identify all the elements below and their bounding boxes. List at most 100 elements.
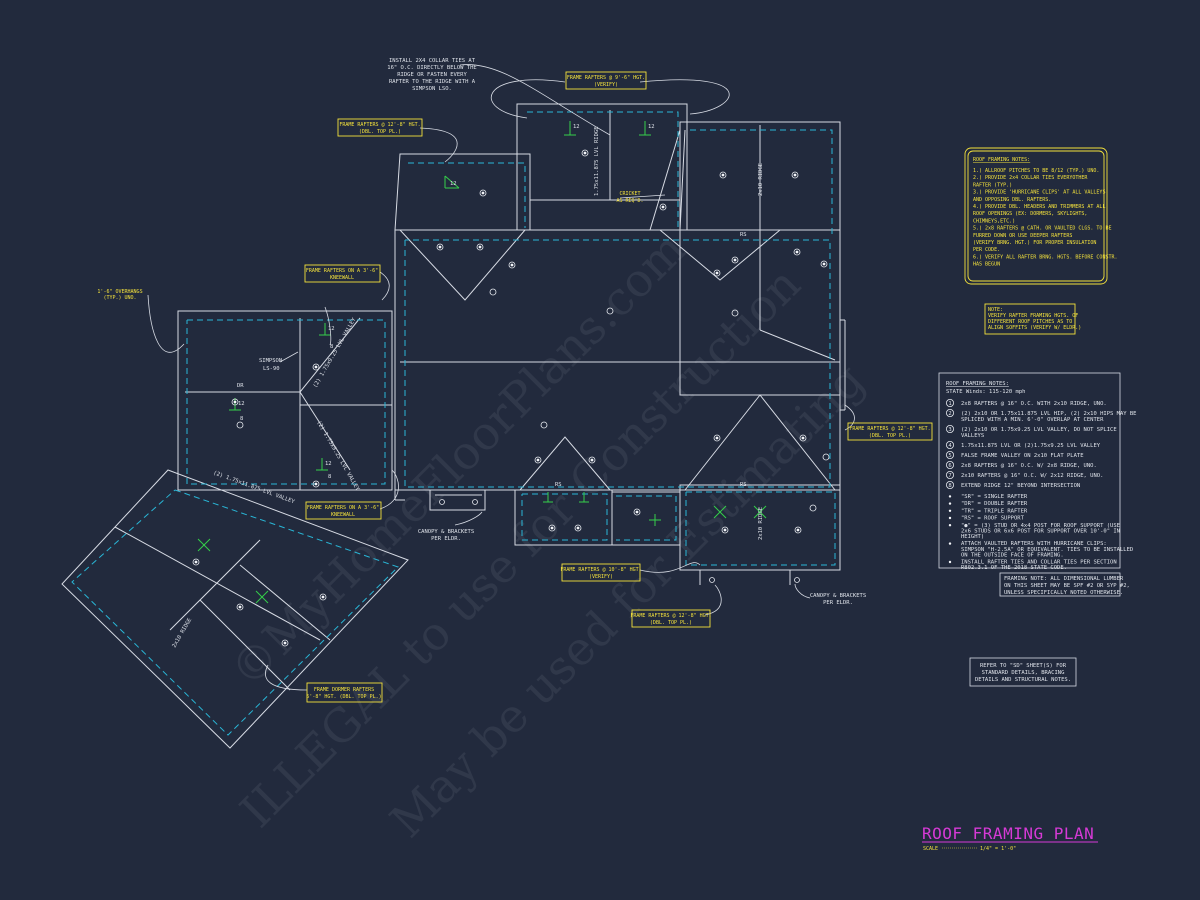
note-number-bubble xyxy=(946,450,955,459)
ridge-label: 2x10 RIDGE xyxy=(758,507,764,540)
collar-ties-line: 16" O.C. DIRECTLY BELOW THE xyxy=(387,65,476,71)
note-bullet xyxy=(948,509,952,512)
note-text: 2x8 RAFTERS @ 16" O.C. W/ 2x8 RIDGE, UNO… xyxy=(961,463,1097,469)
pitch-symbol xyxy=(639,121,651,136)
notes-small-item: HAS BEGUN xyxy=(973,262,1000,268)
pitch-label: 12 xyxy=(325,461,332,467)
leader-lines xyxy=(147,64,855,691)
notes-main-panel: ROOF FRAMING NOTES: STATE Winds: 115-120… xyxy=(938,372,1137,571)
pitch-symbol xyxy=(255,590,269,604)
collar-ties-line: SIMPSON LSO. xyxy=(412,86,452,92)
note-text: FALSE FRAME VALLEY ON 2x10 FLAT PLATE xyxy=(961,453,1084,459)
note-bullet-text: "RS" = ROOF SUPPORT xyxy=(961,516,1025,522)
notes-small-item: FURRED DOWN OR USE DEEPER RAFTERS xyxy=(973,233,1072,239)
note-number: 7 xyxy=(948,473,951,479)
note-number: 1 xyxy=(948,401,951,407)
cricket-line: CRICKET xyxy=(619,191,640,197)
pitch-symbol xyxy=(543,492,553,503)
pitch-symbol xyxy=(753,505,767,519)
note-bullet-text: "●" = (3) STUD OR 4x4 POST FOR ROOF SUPP… xyxy=(961,523,1120,529)
notes-small-item: (VERIFY BRNG. HGT.) FOR PROPER INSULATIO… xyxy=(973,240,1096,246)
collar-ties-line: RAFTER TO THE RIDGE WITH A xyxy=(389,79,476,85)
callout-frame-9-6: FRAME RAFTERS @ 9'-6" HGT. (VERIFY) xyxy=(565,71,647,90)
framing-note-line: UNLESS SPECIFICALLY NOTED OTHERWISE. xyxy=(1004,590,1123,596)
callout-line: FRAME RAFTERS ON A 3'-6" xyxy=(306,268,378,274)
callout-line: (DBL. TOP PL.) xyxy=(359,129,401,135)
note-text: 2x10 RAFTERS @ 16" O.C. W/ 2x12 RIDGE, U… xyxy=(961,473,1103,479)
wall-dashed-lines xyxy=(71,111,836,736)
note-text: 1.75x11.875 LVL OR (2)1.75x9.25 LVL VALL… xyxy=(961,443,1101,449)
plan-title: ROOF FRAMING PLAN xyxy=(922,824,1094,843)
notes-small-title: ROOF FRAMING NOTES: xyxy=(973,157,1030,163)
simpson-label-1: SIMPSON xyxy=(259,358,282,364)
callout-frame-10-8: FRAME RAFTERS @ 10'-8" HGT. (VERIFY) xyxy=(560,563,642,582)
note-bullet-text: R802.3.1 OF THE 2018 STATE CODE. xyxy=(961,565,1067,571)
note-number-bubble xyxy=(946,424,955,433)
framing-note-line: ON THIS SHEET MAY BE SPF #2 OR SYP #2, xyxy=(1004,583,1130,589)
note-bullet xyxy=(948,524,952,527)
refer-note-line: STANDARD DETAILS, BRACING xyxy=(982,670,1065,676)
callout-frame-dormer: FRAME DORMER RAFTERS 5'-8" HGT. (DBL. TO… xyxy=(306,682,383,703)
ridge-label: 2x10 RIDGE xyxy=(758,163,764,196)
rs-label: RS xyxy=(740,232,747,238)
refer-note-line: REFER TO "SD" SHEET(S) FOR xyxy=(980,663,1067,669)
pitch-label: 12 xyxy=(573,124,580,130)
callout-canopy-right: CANOPY & BRACKETS PER ELDR. xyxy=(810,593,866,606)
callout-overhangs: 1'-6" OVERHANGS (TYP.) UNO. xyxy=(97,289,142,301)
notes-small-item: CHIMNEYS,ETC.) xyxy=(973,218,1015,224)
callout-line: FRAME DORMER RAFTERS xyxy=(314,687,374,693)
note-bullet-text: 2x6 STUDS OR 6x6 POST FOR SUPPORT OVER 1… xyxy=(961,528,1120,534)
callout-kneewall-bottom: FRAME RAFTERS ON A 3'-6" KNEEWALL xyxy=(305,501,382,520)
note-bullet xyxy=(948,502,952,505)
callout-line: 5'-8" HGT. (DBL. TOP PL.) xyxy=(306,694,381,700)
notes-small-item: 6.) VERIFY ALL RAFTER BRNG. HGTS. BEFORE… xyxy=(973,254,1118,260)
framing-note-panel: FRAMING NOTE: ALL DIMENSIONAL LUMBER ON … xyxy=(999,572,1130,597)
pitch-label: 12 xyxy=(648,124,655,130)
note-bullet-text: INSTALL RAFTER TIES AND COLLAR TIES PER … xyxy=(961,560,1117,566)
notes-small-item: 2.) PROVIDE 2x4 COLLAR TIES EVERYOTHER xyxy=(973,175,1088,181)
note-bullet-text: "SR" = SINGLE RAFTER xyxy=(961,494,1028,500)
callout-line: (VERIFY) xyxy=(594,82,618,88)
notes-small-item: 3.) PROVIDE 'HURRICANE CLIPS' AT ALL VAL… xyxy=(973,190,1105,196)
note-pitch-line: DIFFERENT ROOF PITCHES AS TO xyxy=(988,319,1072,325)
note-number-bubble xyxy=(946,460,955,469)
canopy-left-line: CANOPY & BRACKETS xyxy=(418,529,474,535)
callout-line: FRAME RAFTERS @ 12'-8" HGT. xyxy=(339,122,420,128)
note-bullet-text: ON THE OUTSIDE FACE OF FRAMING. xyxy=(961,552,1064,558)
callout-line: FRAME RAFTERS @ 9'-6" HGT. xyxy=(567,75,645,81)
valley-label: (2) 1.75x9.25 LVL VALLEY xyxy=(313,317,358,389)
pitch-symbol xyxy=(316,458,328,471)
notes-small-item: 5.) 2x8 RAFTERS @ CATH. OR VAULTED CLGS.… xyxy=(973,226,1111,232)
title-block: ROOF FRAMING PLAN SCALE 1/4" = 1'-0" xyxy=(922,824,1098,852)
note-text: (2) 2x10 OR 1.75x11.875 LVL HIP, (2) 2x1… xyxy=(961,411,1137,417)
valley-label: (2) 1.75x11.875 LVL VALLEY xyxy=(212,470,296,505)
callout-line: (DBL. TOP PL.) xyxy=(650,620,692,626)
note-bullet xyxy=(948,542,952,545)
notes-small-item: 4.) PROVIDE DBL. HEADERS AND TRIMMERS AT… xyxy=(973,204,1105,210)
ridge-label: 2x10 RIDGE xyxy=(172,617,194,649)
callout-canopy-left: CANOPY & BRACKETS PER ELDR. xyxy=(418,529,474,542)
note-text: (2) 2x10 OR 1.75x9.25 LVL VALLEY, DO NOT… xyxy=(961,427,1117,433)
pitch-label: 12 xyxy=(450,181,457,187)
pitch-symbol xyxy=(564,121,576,136)
watermark-line-2: ILLEGAL to use for Construction xyxy=(230,257,811,838)
note-pitch-panel: NOTE: VERIFY RAFTER FRAMING HGTS. OF DIF… xyxy=(984,303,1081,335)
callout-frame-right-12-8: FRAME RAFTERS @ 12'-8" HGT. (DBL. TOP PL… xyxy=(847,422,933,441)
note-pitch-line: ALIGN SOFFITS (VERIFY W/ ELDR.) xyxy=(988,325,1081,331)
pitch-symbol xyxy=(197,538,211,552)
pitch-symbol xyxy=(319,323,331,336)
callout-frame-12-8-bottom: FRAME RAFTERS @ 12'-8" HGT. (DBL. TOP PL… xyxy=(630,609,712,628)
callout-line: (DBL. TOP PL.) xyxy=(869,433,911,439)
lvl-ridge-label: 1.75x11.875 LVL RIDGE xyxy=(594,126,600,196)
note-number: 3 xyxy=(948,427,951,433)
notes-small-item: AND OPPOSING DBL. RAFTERS. xyxy=(973,197,1051,203)
pitch-label: 8 xyxy=(328,474,331,480)
callout-frame-12-8-top: FRAME RAFTERS @ 12'-8" HGT. (DBL. TOP PL… xyxy=(337,118,423,137)
callout-line: FRAME RAFTERS ON A 3'-6" xyxy=(307,505,379,511)
note-bullet-text: "DR" = DOUBLE RAFTER xyxy=(961,501,1028,507)
note-bullet-text: "TR" = TRIPLE RAFTER xyxy=(961,508,1028,514)
note-text: SPLICED WITH A MIN. 6'-0" OVERLAP AT CEN… xyxy=(961,417,1104,423)
note-number: 8 xyxy=(948,483,951,489)
scale-value: 1/4" = 1'-0" xyxy=(980,846,1016,852)
